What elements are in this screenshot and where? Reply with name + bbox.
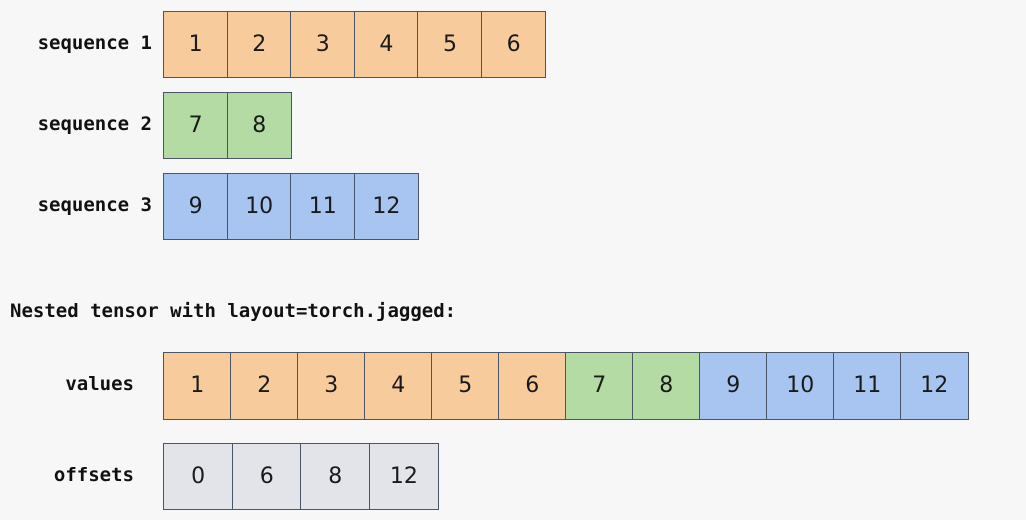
sequence-1-cell: 3 [290, 11, 356, 78]
values-cell: 6 [498, 352, 567, 420]
values-cell: 5 [431, 352, 500, 420]
offsets-row-label: offsets [53, 464, 134, 486]
sequence-1-cell: 5 [417, 11, 483, 78]
values-cell: 2 [230, 352, 299, 420]
values-cell: 1 [163, 352, 232, 420]
sequence-2-cell: 7 [163, 92, 229, 159]
sequence-1-cell: 4 [353, 11, 419, 78]
sequence-2-cell: 8 [226, 92, 292, 159]
values-cell: 4 [364, 352, 433, 420]
sequence-1-cell: 1 [163, 11, 229, 78]
sequence-1-cell: 2 [226, 11, 292, 78]
values-cell: 8 [632, 352, 701, 420]
sequence-2-label: sequence 2 [37, 113, 152, 135]
sequence-3-cell: 12 [353, 173, 419, 240]
offsets-cell: 8 [300, 443, 371, 510]
sequence-1-label: sequence 1 [37, 32, 152, 54]
sequence-3-cell: 11 [290, 173, 356, 240]
sequence-3-cell: 9 [163, 173, 229, 240]
offsets-cell: 6 [231, 443, 302, 510]
values-cell: 3 [297, 352, 366, 420]
values-cell: 10 [766, 352, 835, 420]
nested-tensor-caption: Nested tensor with layout=torch.jagged: [10, 300, 457, 322]
values-cell: 12 [900, 352, 969, 420]
sequence-3-cell: 10 [226, 173, 292, 240]
sequence-3-label: sequence 3 [37, 194, 152, 216]
values-cell: 9 [699, 352, 768, 420]
values-cell: 11 [833, 352, 902, 420]
offsets-cell: 0 [163, 443, 234, 510]
sequence-1-cell: 6 [480, 11, 547, 78]
values-cell: 7 [565, 352, 634, 420]
offsets-cell: 12 [368, 443, 439, 510]
values-row-label: values [65, 373, 134, 395]
